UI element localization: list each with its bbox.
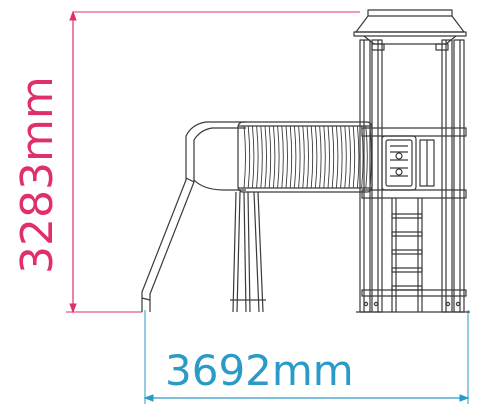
ladder-rung — [391, 231, 423, 237]
tunnel-rib — [331, 125, 335, 189]
ladder-rung — [391, 267, 423, 273]
tunnel-rib — [264, 125, 267, 189]
tunnel-rib — [247, 125, 251, 189]
tunnel-rib — [356, 125, 360, 189]
tunnel-rib — [260, 125, 263, 189]
tunnel-rib — [327, 125, 330, 189]
ladder — [391, 198, 423, 312]
slide — [141, 121, 246, 312]
tunnel-rib — [310, 125, 314, 189]
tunnel-rib — [256, 125, 259, 189]
width-arrow-left — [143, 394, 154, 402]
height-arrow-top — [69, 10, 77, 21]
tower-post-left — [359, 39, 383, 313]
slide-support-legs — [230, 191, 266, 313]
ladder-rung — [391, 249, 423, 255]
tunnel-rib — [340, 125, 343, 189]
tunnel-rib — [344, 125, 347, 189]
ladder-rung — [391, 213, 423, 219]
tunnel-rib — [277, 125, 280, 189]
tunnel-rib — [289, 125, 293, 189]
height-arrow-bottom — [69, 303, 77, 314]
tunnel-rib — [298, 125, 301, 189]
tunnel-rib — [352, 125, 356, 189]
tunnel-rib — [293, 125, 297, 189]
tunnel-tube — [237, 121, 373, 193]
tunnel-rib — [314, 125, 318, 189]
tunnel-rib — [251, 125, 255, 189]
tower-base — [356, 289, 470, 313]
tunnel-rib — [335, 125, 339, 189]
tunnel-rib — [285, 125, 288, 189]
tunnel-rib — [243, 125, 246, 189]
tower-post-right — [441, 39, 465, 313]
height-dimension — [66, 10, 360, 314]
width-dimension — [143, 310, 470, 404]
tunnel-rib — [323, 125, 326, 189]
tunnel-rib — [348, 125, 351, 189]
width-dimension-label: 3692mm — [165, 346, 354, 395]
tunnel-rib — [281, 125, 284, 189]
tunnel-rib — [319, 125, 322, 189]
tower-platform — [361, 127, 467, 199]
tunnel-rib — [302, 125, 305, 189]
tunnel-rib — [365, 125, 368, 189]
height-dimension-label: 3283mm — [12, 76, 63, 274]
tunnel-rib — [268, 125, 272, 189]
tunnel-rib — [272, 125, 276, 189]
width-arrow-right — [459, 394, 470, 402]
tunnel-rib — [306, 125, 309, 189]
tower-roof — [353, 9, 467, 51]
